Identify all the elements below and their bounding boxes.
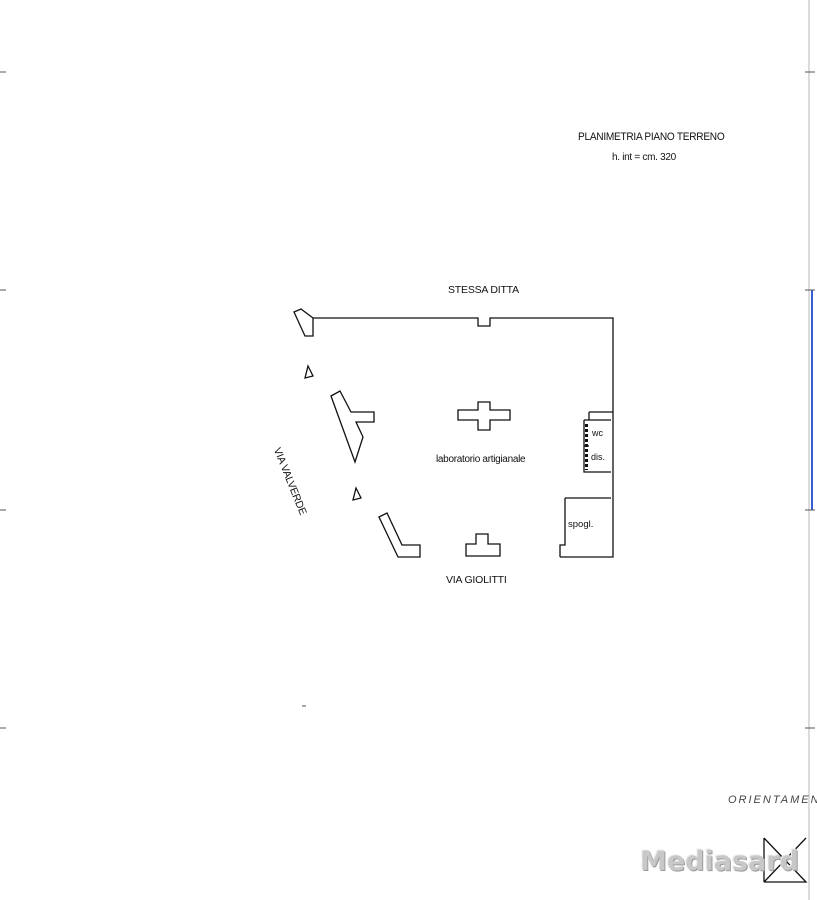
spogliatoio-room bbox=[559, 497, 611, 557]
street-label-south: VIA GIOLITTI bbox=[446, 574, 507, 586]
room-label-wc: wc bbox=[592, 428, 603, 438]
room-label-spogliatoio: spogl. bbox=[568, 519, 594, 530]
central-pillar bbox=[457, 401, 511, 431]
room-label-dis: dis. bbox=[591, 452, 606, 462]
room-label-laboratorio: laboratorio artigianale bbox=[436, 454, 526, 465]
opening-marker-south bbox=[352, 486, 362, 501]
watermark-logo: Mediasard bbox=[640, 846, 799, 877]
plan-title: PLANIMETRIA PIANO TERRENO bbox=[578, 131, 725, 143]
opening-marker-north bbox=[304, 364, 314, 379]
north-wall bbox=[313, 317, 614, 412]
west-wall-pier bbox=[330, 390, 375, 465]
margin-ticks bbox=[0, 71, 815, 729]
south-pilaster bbox=[465, 533, 501, 557]
ceiling-height-note: h. int = cm. 320 bbox=[612, 152, 676, 163]
orientation-label: ORIENTAMEN bbox=[728, 794, 817, 806]
northwest-wall-end bbox=[293, 308, 314, 337]
southwest-corner-wall bbox=[378, 512, 421, 558]
east-wall bbox=[560, 412, 614, 558]
north-arrow-icon bbox=[763, 837, 808, 883]
street-label-north: STESSA DITTA bbox=[448, 284, 519, 296]
east-wall-step bbox=[588, 411, 613, 420]
